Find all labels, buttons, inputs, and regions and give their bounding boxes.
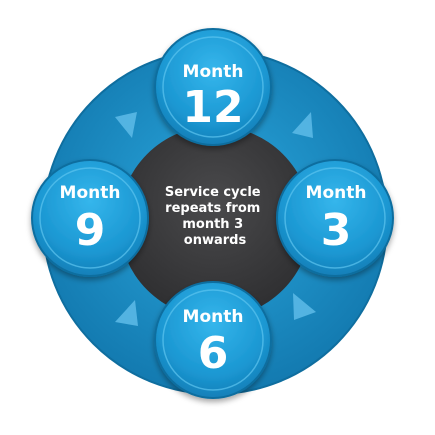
node-month-3-number: 3: [321, 205, 352, 256]
center-line-3: month 3: [182, 217, 243, 232]
center-line-1: Service cycle: [165, 185, 261, 200]
node-month-6-label: Month: [183, 307, 244, 327]
center-circle: [119, 126, 311, 318]
node-month-3-label: Month: [306, 183, 367, 203]
arrow-icon: [115, 300, 138, 326]
node-month-9-label: Month: [60, 183, 121, 203]
node-month-3: [276, 159, 394, 277]
center-line-4: onwards: [184, 233, 247, 248]
node-month-9-number: 9: [75, 205, 106, 256]
center-text: Service cycle repeats from month 3 onwar…: [165, 185, 265, 248]
center-line-2: repeats from: [165, 201, 260, 216]
arrow-icon: [115, 112, 137, 138]
node-month-6: [154, 281, 272, 399]
arrow-icon: [293, 293, 316, 320]
node-month-9: [31, 159, 149, 277]
node-month-12-number: 12: [182, 82, 243, 133]
arrow-icon: [292, 112, 313, 138]
node-month-6-number: 6: [198, 328, 229, 379]
node-month-12-label: Month: [183, 62, 244, 82]
node-month-12: [154, 28, 272, 146]
